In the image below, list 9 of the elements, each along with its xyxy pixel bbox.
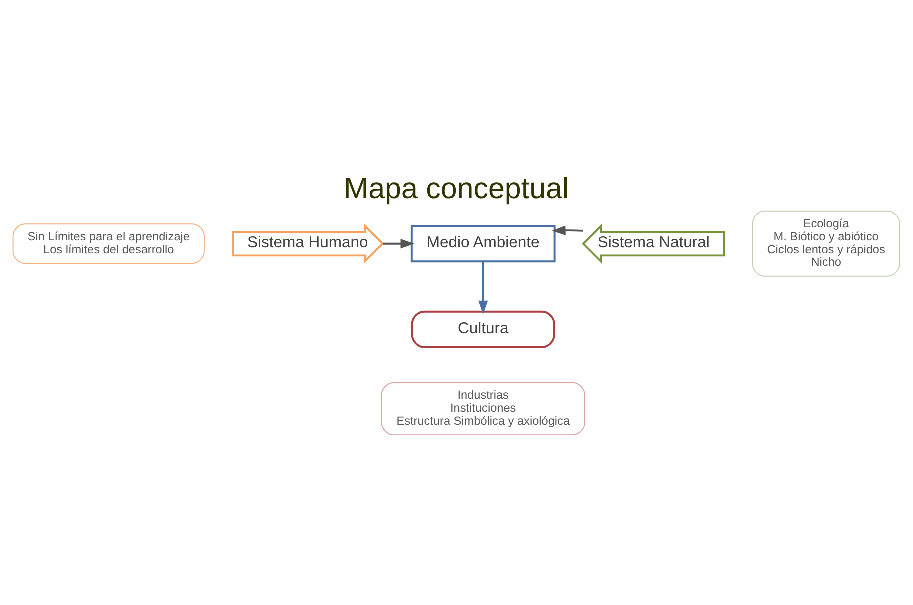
node-box: Sin Límites para el aprendizaje Los límites del desarrollo: [12, 223, 205, 264]
arrow: [382, 238, 415, 248]
diagram-title: Mapa conceptual: [344, 172, 570, 206]
arrow: [552, 225, 584, 235]
node-box: Medio Ambiente: [410, 224, 556, 262]
arrow: [478, 261, 488, 314]
node-box: Cultura: [411, 310, 556, 348]
node-box: Ecología M. Biótico y abiótico Ciclos lentos y rápidos Nicho: [752, 210, 900, 276]
node-box: Industrias Instituciones Estructura Simbólica y axiológica: [381, 382, 586, 436]
